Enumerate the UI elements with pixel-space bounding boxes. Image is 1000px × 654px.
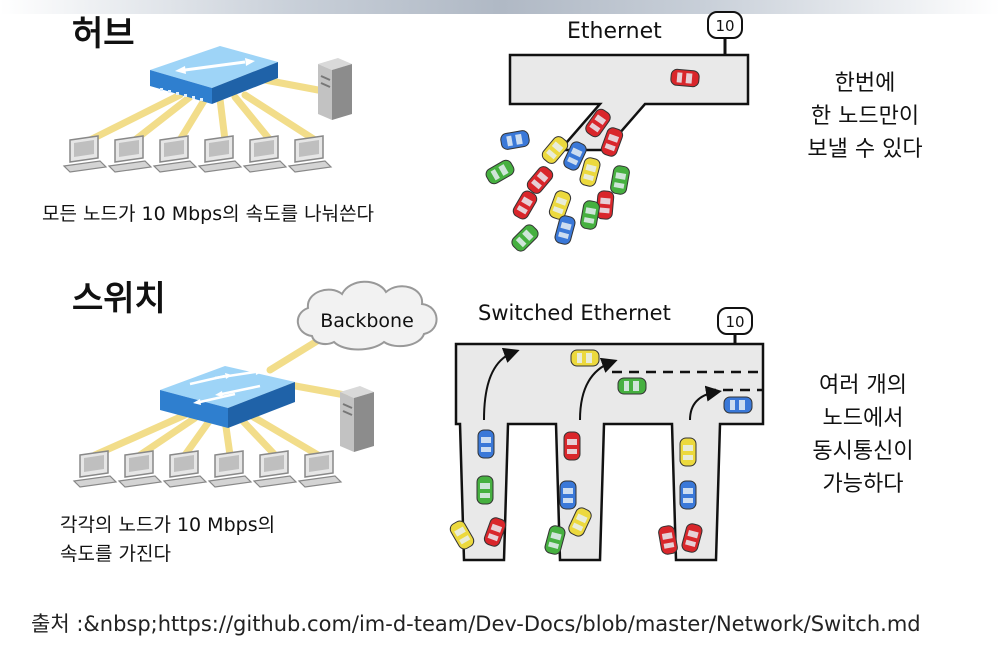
car-icon <box>449 520 475 550</box>
speed-limit-value-hub: 10 <box>715 17 734 35</box>
ethernet-road <box>508 53 750 152</box>
computer-icon <box>107 135 153 173</box>
car-icon <box>723 396 753 414</box>
hub-vs-switch-diagram: 허브 모든 노드가 10 Mbps의 속도를 <box>42 11 923 565</box>
switch-desc-line-4: 가능하다 <box>823 472 904 497</box>
switch-description: 여러 개의 노드에서 동시통신이 가능하다 <box>812 373 913 497</box>
switch-caption-line-2: 속도를 가진다 <box>60 543 171 565</box>
car-icon <box>512 190 538 220</box>
hub-cables <box>86 76 322 144</box>
car-icon <box>579 157 601 187</box>
car-icon <box>563 141 587 171</box>
speed-limit-value-switch: 10 <box>725 313 744 331</box>
computer-icon <box>62 135 108 173</box>
computer-icon <box>197 135 243 173</box>
switched-ethernet-road-label: Switched Ethernet <box>478 301 671 325</box>
car-icon <box>570 349 600 367</box>
hub-desc-line-2: 한 노드만이 <box>811 104 919 129</box>
hub-server-icon <box>318 58 352 120</box>
car-icon <box>681 523 703 553</box>
hub-cars <box>485 68 700 252</box>
ethernet-road-label: Ethernet <box>567 19 662 44</box>
car-icon <box>600 127 624 157</box>
switch-caption-line-1: 각각의 노드가 10 Mbps의 <box>60 514 275 536</box>
hub-computers <box>62 135 333 173</box>
computer-icon <box>72 450 118 488</box>
car-icon <box>563 431 581 461</box>
car-icon <box>548 190 572 220</box>
switch-desc-line-2: 노드에서 <box>823 406 904 431</box>
switch-cars <box>449 349 753 555</box>
backbone-label: Backbone <box>320 310 414 332</box>
computer-icon <box>207 450 253 488</box>
hub-title: 허브 <box>72 14 135 54</box>
switch-device <box>160 366 295 428</box>
top-gradient-bar <box>0 0 1000 14</box>
car-icon <box>585 108 611 138</box>
car-icon <box>617 377 647 395</box>
car-icon <box>476 475 494 505</box>
car-icon <box>670 68 700 88</box>
car-icon <box>541 136 569 164</box>
hub-description: 한번에 한 노드만이 보낼 수 있다 <box>807 71 922 162</box>
hub-arrow-icon <box>175 58 255 74</box>
source-caption: 출처 :&nbsp;https://github.com/im-d-team/D… <box>31 612 921 636</box>
car-icon <box>554 215 576 245</box>
computer-icon <box>297 450 343 488</box>
switch-title: 스위치 <box>72 279 166 319</box>
hub-caption: 모든 노드가 10 Mbps의 속도를 나눠쓴다 <box>42 203 374 225</box>
car-icon <box>679 480 697 510</box>
switch-arrows-icon <box>189 369 262 405</box>
backbone-cloud-icon: Backbone <box>297 280 438 351</box>
computer-icon <box>242 135 288 173</box>
hub-desc-line-1: 한번에 <box>835 71 896 96</box>
computer-icon <box>152 135 198 173</box>
hub-desc-line-3: 보낼 수 있다 <box>807 137 922 162</box>
car-icon <box>559 480 577 510</box>
lane-arrows <box>483 347 722 421</box>
car-icon <box>658 525 678 555</box>
computer-icon <box>252 450 298 488</box>
switch-desc-line-3: 동시통신이 <box>812 439 913 464</box>
switch-computers <box>72 450 343 488</box>
car-icon <box>595 190 615 220</box>
computer-icon <box>287 135 333 173</box>
switch-cables <box>91 411 322 459</box>
speed-limit-sign-hub: 10 <box>707 11 743 62</box>
car-icon <box>485 159 515 185</box>
car-icon <box>500 130 530 150</box>
car-icon <box>544 525 566 555</box>
car-icon <box>580 200 600 230</box>
hub-device <box>150 46 278 104</box>
switch-desc-line-1: 여러 개의 <box>819 373 907 398</box>
car-icon <box>511 224 539 252</box>
switch-server-icon <box>340 386 374 452</box>
car-icon <box>483 517 507 547</box>
car-icon <box>679 437 697 467</box>
car-icon <box>526 166 554 194</box>
computer-icon <box>162 450 208 488</box>
car-icon <box>568 507 592 537</box>
computer-icon <box>117 450 163 488</box>
car-icon <box>610 165 630 195</box>
car-icon <box>477 429 495 459</box>
